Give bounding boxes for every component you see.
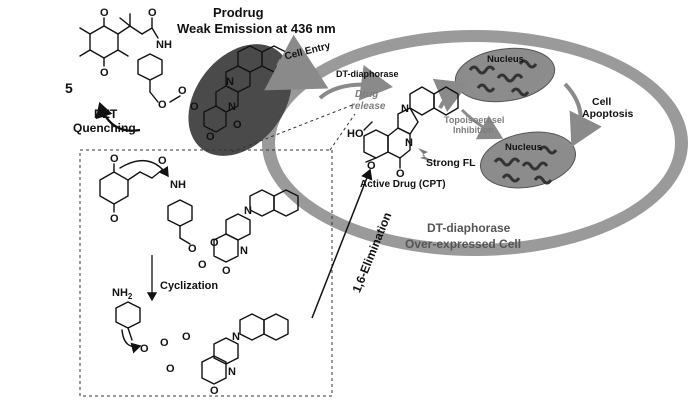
prodrug-quinone: O O O NH O O [79, 7, 187, 111]
apoptosis-label-2: Apoptosis [582, 108, 633, 120]
pet-label-1: PET [94, 107, 118, 121]
m2-cpt-n2: N [228, 366, 236, 378]
m2-carb-o3: O [182, 331, 191, 343]
oval-n1: N [226, 76, 234, 88]
nucleus-bottom: Nucleus [479, 131, 577, 189]
carbonate-o2: O [178, 85, 187, 97]
m2-carb-o2: O [160, 337, 169, 349]
m2-cpt-o2: O [166, 363, 175, 375]
quinone-o-top: O [100, 7, 109, 19]
m1-cpt-n1: N [244, 205, 252, 217]
callout-line-2 [329, 113, 356, 151]
mechanism-box [79, 149, 333, 397]
prodrug-subtitle: Weak Emission at 436 nm [177, 21, 336, 36]
active-n1: N [401, 103, 409, 115]
cell-entry-label: Cell Entry [284, 40, 332, 62]
oval-n2: N [228, 101, 236, 113]
topo-arrow-up [432, 78, 470, 113]
oval-o3: O [190, 101, 199, 113]
drug-release-label-1: Drug [355, 89, 378, 100]
active-o2: O [367, 160, 376, 172]
strong-fl-label: Strong FL [426, 157, 476, 169]
cell-entry-arrow [264, 34, 329, 91]
carbonate-o1: O [158, 99, 167, 111]
oval-o1: O [206, 131, 215, 143]
active-drug-label: Active Drug (CPT) [360, 179, 446, 190]
callout-line-1 [231, 103, 356, 153]
m1-o-top: O [110, 153, 119, 165]
active-n2: N [405, 137, 413, 149]
topo-label-2: Inhibition [453, 125, 494, 135]
cell-caption-2: Over-expressed Cell [405, 237, 521, 251]
mechanism-step1: O O O NH O O N N O O [99, 153, 299, 277]
nucleus-top-label: Nucleus [487, 54, 524, 65]
m1-carb-o1: O [188, 243, 197, 255]
m2-carb-o1: O [140, 343, 149, 355]
apoptosis-arrow [563, 82, 602, 148]
active-o1: O [396, 168, 405, 180]
m1-cpt-n2: N [240, 245, 248, 257]
aniline-nh2: NH2 [112, 287, 133, 301]
elimination-arrow [311, 168, 373, 319]
compound-number: 5 [65, 80, 73, 96]
drug-release-arrow [318, 64, 393, 101]
m2-cpt-o1: O [210, 385, 219, 397]
cyclization-label: Cyclization [160, 280, 218, 292]
active-ho: HO [347, 128, 364, 140]
cell-caption-1: DT-diaphorase [427, 221, 511, 235]
amide-nh: NH [156, 39, 172, 51]
quinone-o-bottom: O [100, 67, 109, 79]
nucleus-bottom-label: Nucleus [505, 142, 542, 153]
topo-arrow-down [460, 108, 504, 140]
m1-amide-o: O [158, 155, 167, 167]
m1-nh: NH [170, 179, 186, 191]
fluorescence-bolt-icon [418, 148, 434, 162]
m1-cpt-o2: O [198, 259, 207, 271]
mechanism-step2: NH2 O O O N N O O [112, 287, 289, 397]
m2-cpt-n1: N [232, 331, 240, 343]
active-drug-structure: N N O O HO [347, 86, 459, 180]
topo-label-1: Topoisoerasel [444, 115, 504, 125]
prodrug-title: Prodrug [213, 5, 264, 20]
dt-diaphorase-label: DT-diaphorase [336, 69, 399, 79]
oval-o2: O [233, 119, 242, 131]
m1-o-bottom: O [110, 213, 119, 225]
drug-release-label-2: release [351, 101, 386, 112]
pet-label-2: Quenching [73, 121, 136, 135]
apoptosis-label-1: Cell [592, 96, 611, 108]
amide-o: O [148, 7, 157, 19]
m1-cpt-o1: O [222, 265, 231, 277]
pet-arrow [95, 101, 141, 132]
